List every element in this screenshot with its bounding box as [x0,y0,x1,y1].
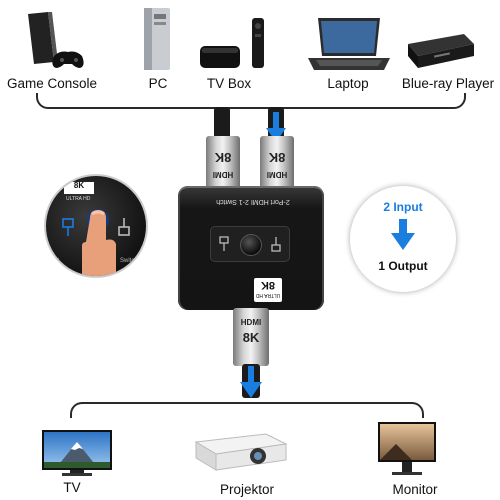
direction-arrow-icon [390,219,416,251]
callout-badge-big: 8K [73,181,85,190]
switch-model-text: 2-Port HDMI 2-1 Switch [216,198,290,205]
hdmi-plug-left: 8K HDMI [206,136,240,192]
device-label-tv: TV [63,480,81,495]
input-cable-left [214,107,230,139]
monitor-icon [376,420,438,478]
blue-down-arrow-cable [266,112,286,142]
plug-res-right: 8K [268,150,286,165]
tv-box-icon [198,16,272,74]
device-label-laptop: Laptop [327,76,369,91]
port-2-icon [269,235,283,253]
plug-hdmi-right: HDMI [266,170,288,179]
tv-icon [40,428,114,478]
device-label-projector: Projektor [219,482,275,497]
callout-badge-small: ULTRA HD [66,196,91,202]
blue-down-arrow-output [240,366,262,398]
hdmi-plug-right: 8K HDMI [260,136,294,192]
callout-port-1-icon [60,216,76,238]
hdmi-switch-body: 2-Port HDMI 2-1 Switch 8K ULTRA HD [178,186,324,310]
badge-small-text: ULTRA HD [255,292,281,298]
input-bracket [36,93,466,109]
projector-icon [186,430,290,474]
badge-big-text: 8K [260,279,276,291]
output-bracket [70,402,424,418]
plug-hdmi-output: HDMI [240,318,262,327]
callout-badge: 8K [64,181,94,194]
switch-8k-badge: 8K ULTRA HD [254,278,282,302]
device-label-tv-box: TV Box [206,76,252,91]
device-label-game-console: Game Console [6,76,98,91]
finger-icon [78,206,118,276]
direction-top-label: 2 Input [383,200,423,214]
finger-press-callout: 8K ULTRA HD Port Switch [44,174,148,278]
switch-button-panel [210,226,290,262]
pc-tower-icon [140,6,176,72]
game-console-icon [14,8,94,74]
device-label-bluray-player: Blue-ray Player [401,76,495,91]
device-label-pc: PC [148,76,168,91]
switch-button[interactable] [240,234,262,256]
callout-side-text-left: Port [48,258,60,264]
direction-circle: 2 Input 1 Output [350,186,456,292]
plug-res-left: 8K [214,150,232,165]
callout-port-2-icon [116,216,132,238]
bluray-player-icon [404,30,476,74]
plug-hdmi-left: HDMI [212,170,234,179]
plug-res-output: 8K [242,330,260,345]
port-1-icon [217,235,231,253]
callout-side-text-right: Switch [120,258,138,264]
direction-bottom-label: 1 Output [378,259,428,273]
laptop-icon [302,14,394,74]
device-label-monitor: Monitor [392,482,438,497]
hdmi-plug-output: HDMI 8K [233,308,269,366]
